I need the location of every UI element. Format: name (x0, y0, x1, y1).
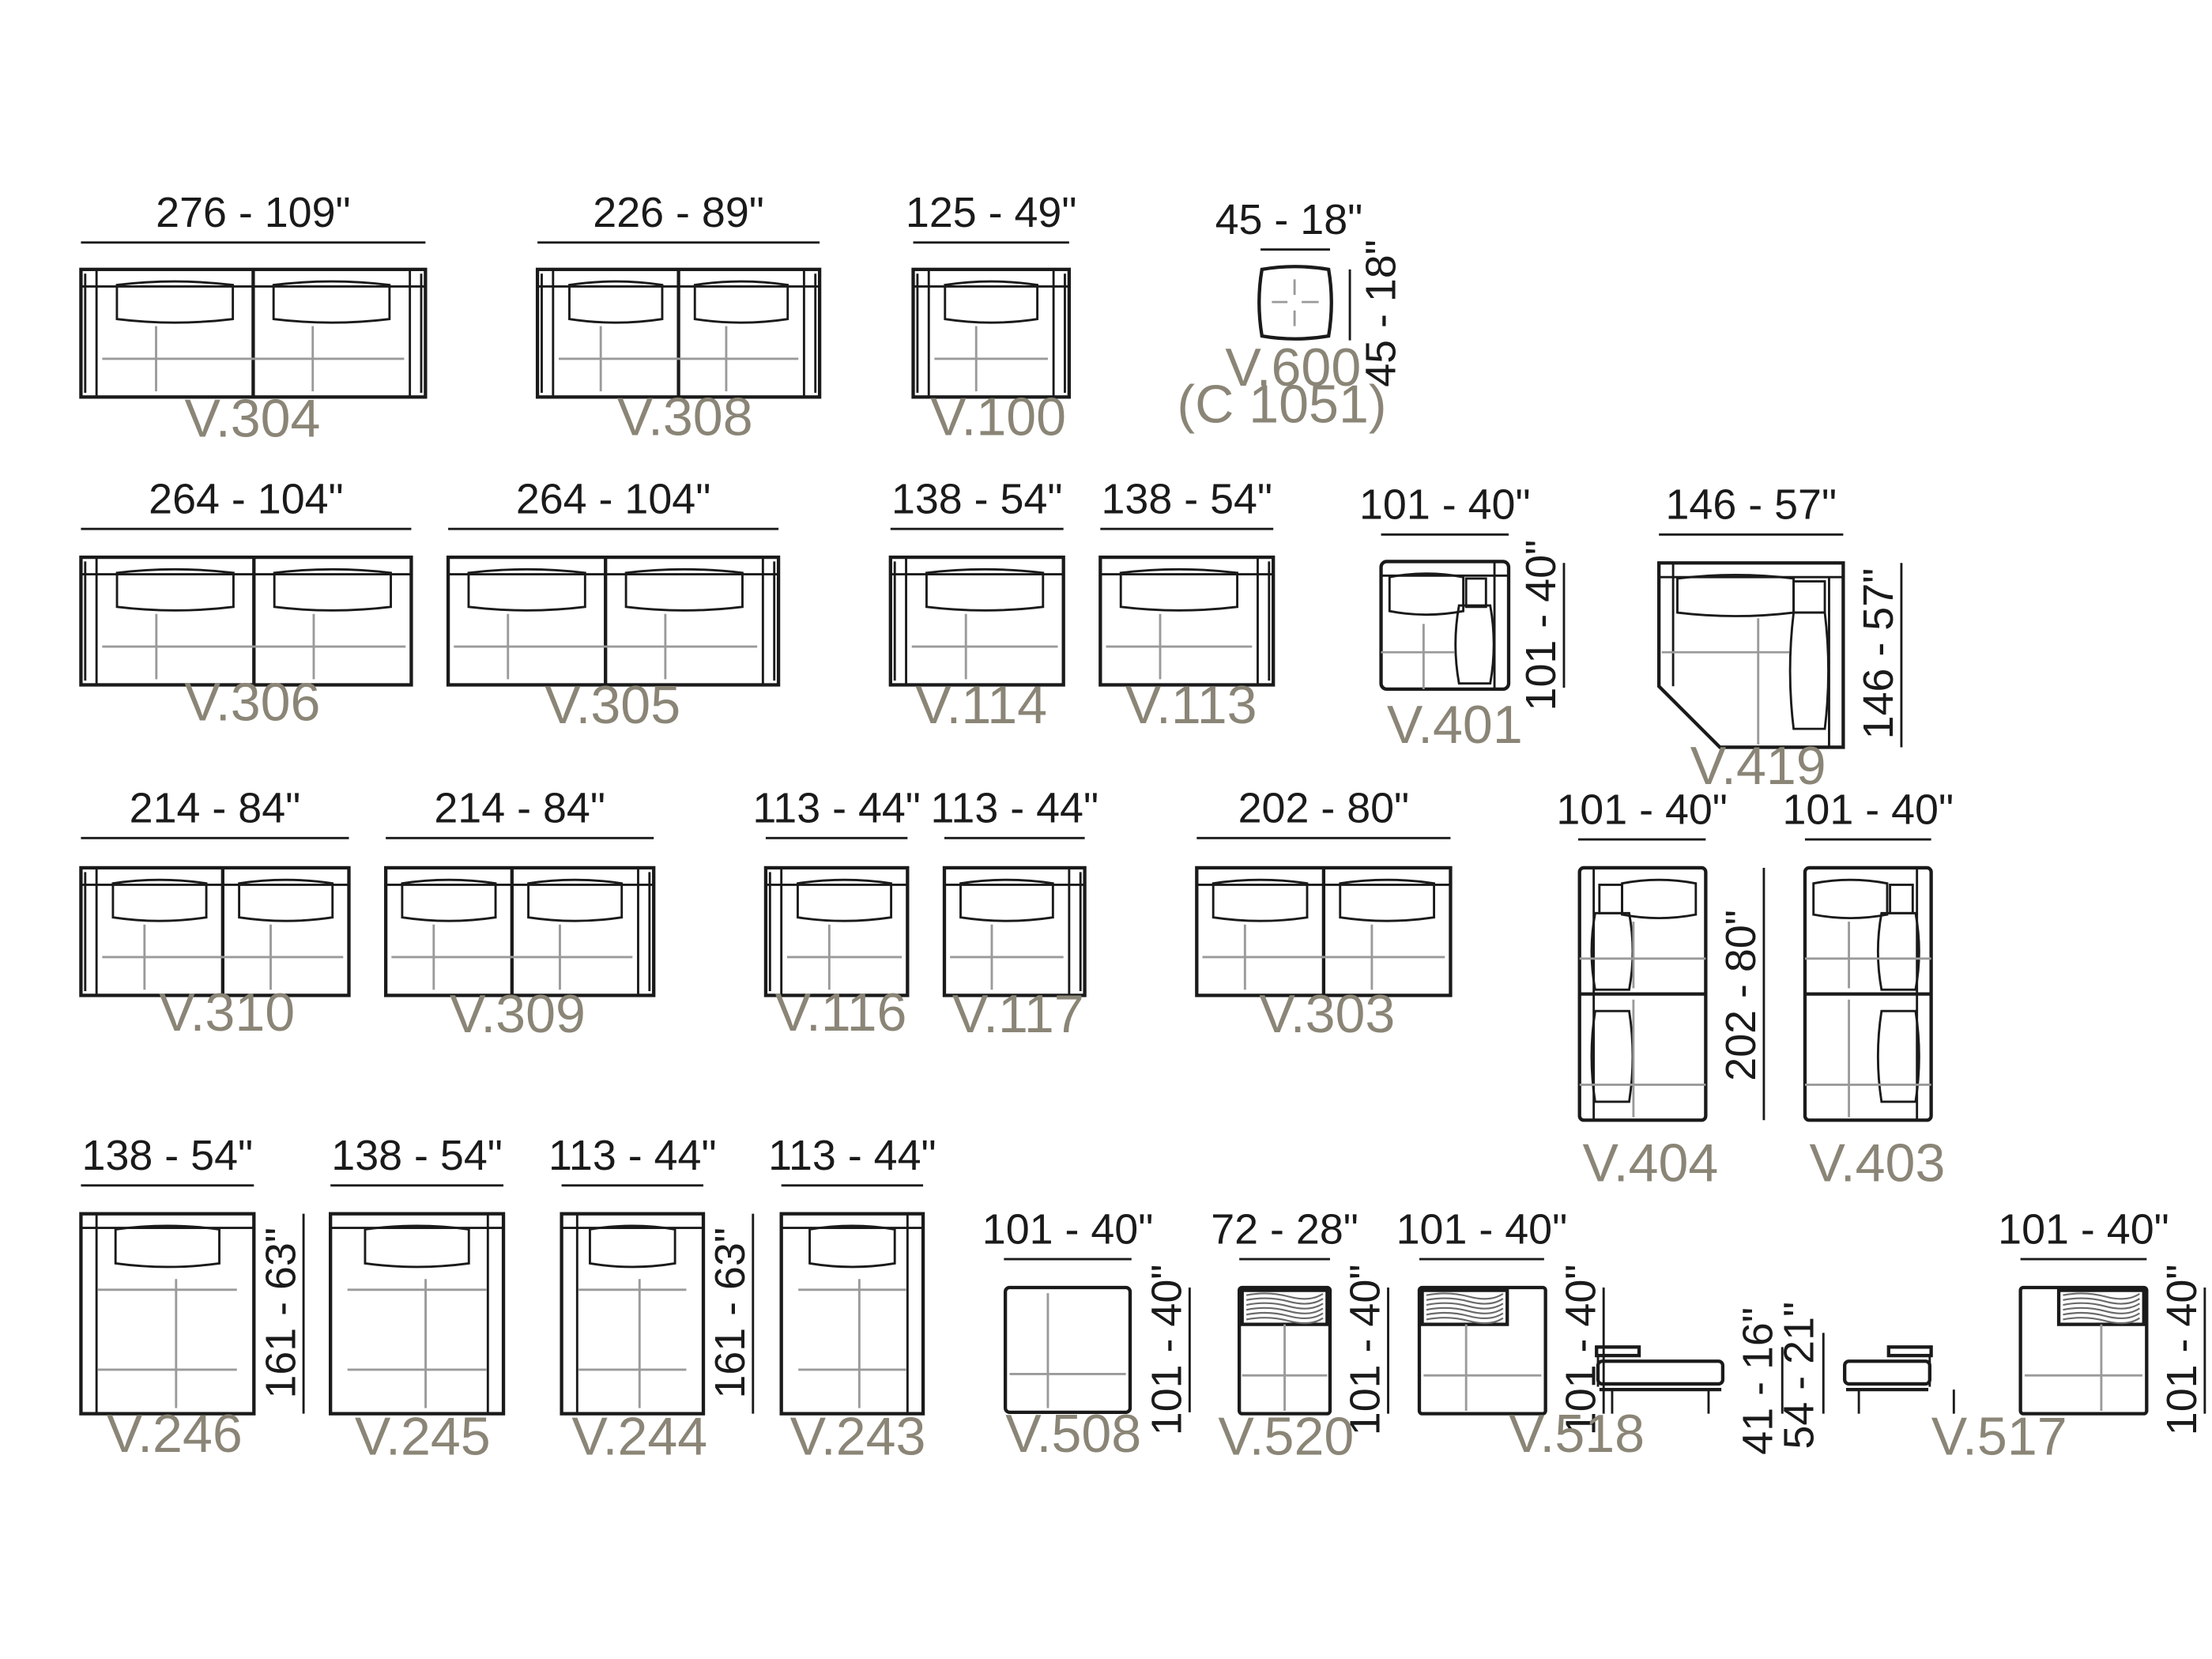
module-v310: 214 - 84" V.310 (79, 785, 351, 1043)
module-v309: 214 - 84" V.309 (383, 785, 656, 1044)
module-code: V.520 (1218, 1407, 1354, 1467)
module-code: V.518 (1509, 1404, 1645, 1464)
module-v246: 138 - 54" 161 - 63" V.246 (79, 1132, 305, 1464)
module-code: V.508 (1005, 1404, 1141, 1464)
module-v306: 264 - 104" V.306 (79, 475, 413, 732)
module-code: V.246 (107, 1404, 243, 1464)
width-label: 138 - 54" (1101, 475, 1272, 522)
module-code: V.244 (571, 1407, 707, 1467)
module-code: V.245 (355, 1407, 491, 1467)
module-code: V.114 (915, 675, 1047, 735)
depth-label: 161 - 63" (257, 1227, 304, 1399)
width-label: 101 - 40" (1359, 481, 1531, 529)
module-code: V.303 (1259, 984, 1395, 1044)
width-label: 113 - 44" (752, 785, 921, 832)
module-code: V.117 (952, 984, 1084, 1044)
width-label: 146 - 57" (1665, 481, 1837, 529)
module-v117: 113 - 44" V.117 (930, 785, 1098, 1045)
module-v305: 264 - 104" V.305 (446, 475, 781, 735)
width-label: 138 - 54" (331, 1132, 503, 1179)
width-label: 113 - 44" (548, 1132, 717, 1179)
width-label: 101 - 40" (1396, 1205, 1568, 1253)
depth-label: 101 - 40" (1342, 1265, 1389, 1436)
module-v401: 101 - 40"101 - 40"V.401 (1359, 481, 1566, 755)
width-label: 276 - 109" (156, 189, 350, 236)
width-label: 101 - 40" (1998, 1205, 2169, 1253)
module-code: V.309 (450, 984, 586, 1044)
module-code: V.310 (159, 982, 295, 1043)
height2-label: 54 - 21" (1776, 1302, 1823, 1450)
depth-label: 45 - 18" (1357, 239, 1404, 387)
width-label: 264 - 104" (516, 475, 710, 522)
depth-label: 101 - 40" (1144, 1265, 1191, 1436)
width-label: 138 - 54" (891, 475, 1063, 522)
module-code: V.113 (1125, 675, 1257, 735)
module-v518: 101 - 40"101 - 40"41 - 16"54 - 21"V.518 (1396, 1205, 1825, 1464)
width-label: 202 - 80" (1238, 785, 1410, 832)
module-code: V.116 (775, 982, 907, 1043)
depth-label: 161 - 63" (707, 1227, 754, 1399)
width-label: 226 - 89" (593, 189, 764, 236)
height-label: 41 - 16" (1735, 1307, 1782, 1455)
module-code: V.517 (1931, 1407, 2067, 1467)
width-label: 113 - 44" (768, 1132, 936, 1179)
module-code: V.404 (1582, 1133, 1718, 1193)
width-label: 101 - 40" (1556, 786, 1728, 833)
module-code: V.401 (1387, 695, 1523, 755)
module-v520: 72 - 28" 101 - 40"V.520 (1211, 1205, 1389, 1467)
module-v403: 101 - 40" V.403 (1782, 786, 1954, 1193)
depth-label: 101 - 40" (1517, 540, 1565, 711)
width-label: 113 - 44" (930, 785, 1098, 832)
width-label: 101 - 40" (1782, 786, 1954, 833)
module-code: V.308 (617, 387, 753, 447)
module-code: V.403 (1810, 1133, 1946, 1193)
module-v304: 276 - 109" V.304 (79, 189, 428, 449)
width-label: 101 - 40" (982, 1205, 1154, 1253)
module-code: V.306 (185, 672, 321, 732)
width-label: 45 - 18" (1215, 196, 1363, 243)
module-v404: 101 - 40" 202 - 80" V.404 (1556, 786, 1765, 1193)
module-code: V.600 (1225, 337, 1361, 398)
width-label: 264 - 104" (149, 475, 344, 522)
module-code: V.100 (930, 387, 1066, 447)
module-v419: 146 - 57" 146 - 57" V.419 (1657, 481, 1903, 796)
module-v245: 138 - 54" V.245 (329, 1132, 506, 1467)
depth-label: 146 - 57" (1855, 568, 1902, 740)
module-code: V.243 (790, 1407, 926, 1467)
module-v100: 125 - 49" V.100 (906, 189, 1077, 447)
module-v517: 101 - 40" 101 - 40" V.517 (1843, 1205, 2206, 1467)
module-v116: 113 - 44" V.116 (752, 785, 921, 1043)
module-v243: 113 - 44" V.243 (768, 1132, 936, 1467)
module-v244: 113 - 44" 161 - 63"V.244 (548, 1132, 755, 1467)
width-label: 138 - 54" (82, 1132, 254, 1179)
module-code: V.305 (545, 675, 680, 735)
module-v308: 226 - 89" V.308 (535, 189, 822, 447)
depth-label: 202 - 80" (1717, 910, 1765, 1081)
module-code: V.304 (185, 389, 321, 449)
depth-label: 101 - 40" (2158, 1265, 2206, 1436)
module-v600: 45 - 18"45 - 18"V.600(C 1051) (1177, 196, 1404, 435)
code-note: (C 1051) (1177, 375, 1386, 435)
width-label: 214 - 84" (434, 785, 605, 832)
module-v303: 202 - 80" V.303 (1195, 785, 1453, 1044)
module-v508: 101 - 40"101 - 40"V.508 (982, 1205, 1191, 1464)
module-code: V.419 (1690, 736, 1826, 796)
width-label: 214 - 84" (130, 785, 301, 832)
width-label: 72 - 28" (1211, 1205, 1358, 1253)
module-v113: 138 - 54" V.113 (1098, 475, 1276, 735)
module-v114: 138 - 54" V.114 (888, 475, 1065, 735)
width-label: 125 - 49" (906, 189, 1077, 236)
